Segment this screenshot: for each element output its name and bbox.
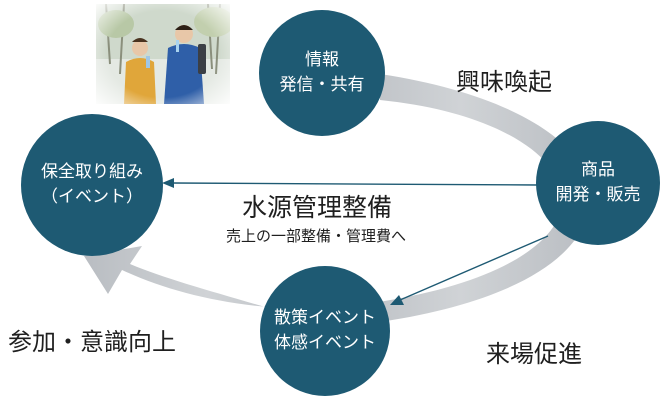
label-water-main: 水源管理整備 — [242, 193, 393, 222]
label-water-sub: 売上の一部整備・管理費へ — [226, 227, 407, 245]
connector-visit-arrowhead — [390, 295, 404, 305]
node-walk-line2: 体感イベント — [274, 333, 376, 353]
connector-water-line — [171, 182, 539, 186]
node-conserve-line2: （イベント） — [41, 187, 143, 207]
two-hikers-photo — [96, 4, 230, 104]
node-conserve: 保全取り組み （イベント） — [21, 114, 163, 256]
connector-visit-line — [399, 235, 549, 301]
node-product: 商品 開発・販売 — [536, 121, 660, 245]
cycle-arc-right — [330, 74, 591, 328]
node-product-line2: 開発・販売 — [555, 185, 641, 205]
node-info-line2: 発信・共有 — [279, 75, 365, 95]
node-info: 情報 発信・共有 — [259, 10, 385, 136]
label-visit: 来場促進 — [486, 340, 582, 368]
node-walk: 散策イベント 体感イベント — [260, 266, 390, 396]
node-conserve-line1: 保全取り組み — [41, 162, 143, 183]
node-walk-line1: 散策イベント — [274, 308, 376, 329]
node-info-line1: 情報 — [305, 50, 339, 71]
connector-water-arrowhead — [162, 178, 174, 188]
label-participate: 参加・意識向上 — [8, 328, 176, 356]
node-product-line1: 商品 — [581, 160, 615, 181]
label-interest: 興味喚起 — [456, 68, 552, 96]
